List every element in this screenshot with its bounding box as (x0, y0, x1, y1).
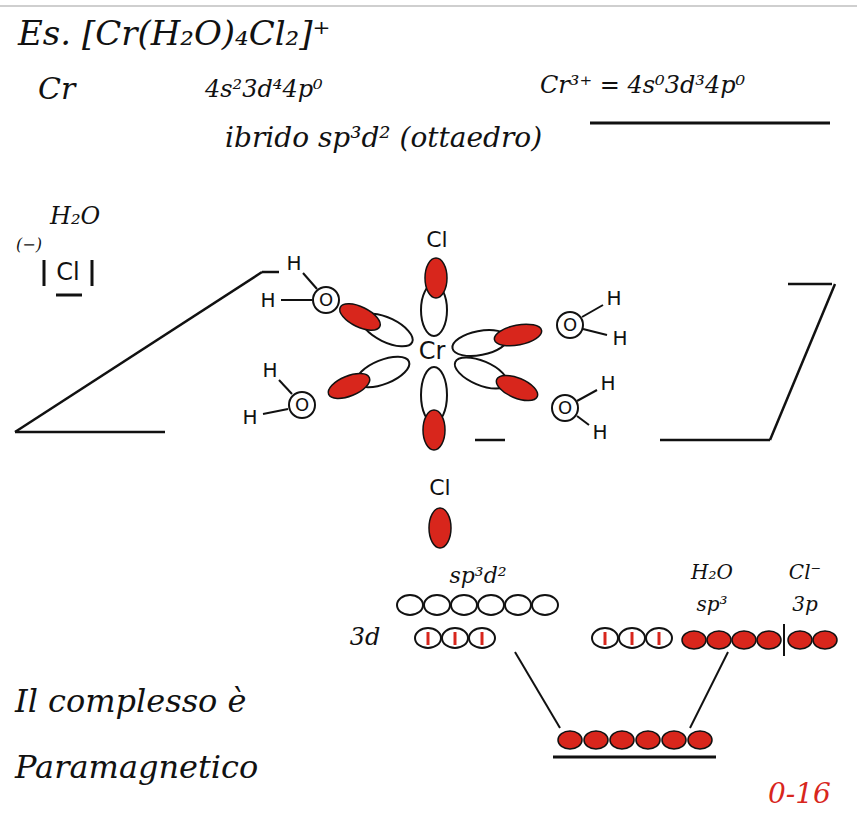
atom-label: H (592, 421, 607, 444)
atom-label: Cr (419, 338, 446, 366)
ion-config: Cr³⁺ = 4s⁰3d³4p⁰ (540, 72, 745, 100)
atom-label: O (563, 315, 577, 336)
atom-label: Cl (426, 227, 447, 252)
electron-config: 4s²3d⁴4p⁰ (205, 76, 323, 104)
atom-label: H (606, 287, 621, 310)
orbital-label: sp³ (696, 593, 727, 616)
title: Es. [Cr(H₂O)₄Cl₂]⁺ (18, 14, 330, 53)
atom-label: H (242, 406, 257, 429)
atom-label: H (600, 372, 615, 395)
atom-label: H (262, 359, 277, 382)
orbital-label: H₂O (691, 561, 733, 584)
atom-label: H (286, 252, 301, 275)
atom-label: O (558, 398, 572, 419)
orbital-label: Cl⁻ (789, 561, 821, 584)
hybrid-note: ibrido sp³d² (ottaedro) (225, 122, 542, 154)
atom-label: H (612, 327, 627, 350)
conclusion-note: Il complesso è Paramagnetico (15, 668, 315, 800)
atom-label: O (319, 290, 333, 311)
ligand-symbol: Cl (56, 259, 79, 287)
atom-label: O (295, 395, 309, 416)
orbital-label: 3d (350, 624, 381, 652)
element-symbol: Cr (38, 72, 75, 107)
atom-label: Cl (429, 475, 450, 500)
ligand-formula: H₂O (50, 203, 100, 231)
orbital-label: sp³d² (449, 563, 506, 588)
orbital-label: 3p (792, 593, 818, 616)
atom-label: H (260, 289, 275, 312)
page-number: 0-16 (768, 778, 831, 810)
charge-sign: (−) (16, 236, 42, 254)
